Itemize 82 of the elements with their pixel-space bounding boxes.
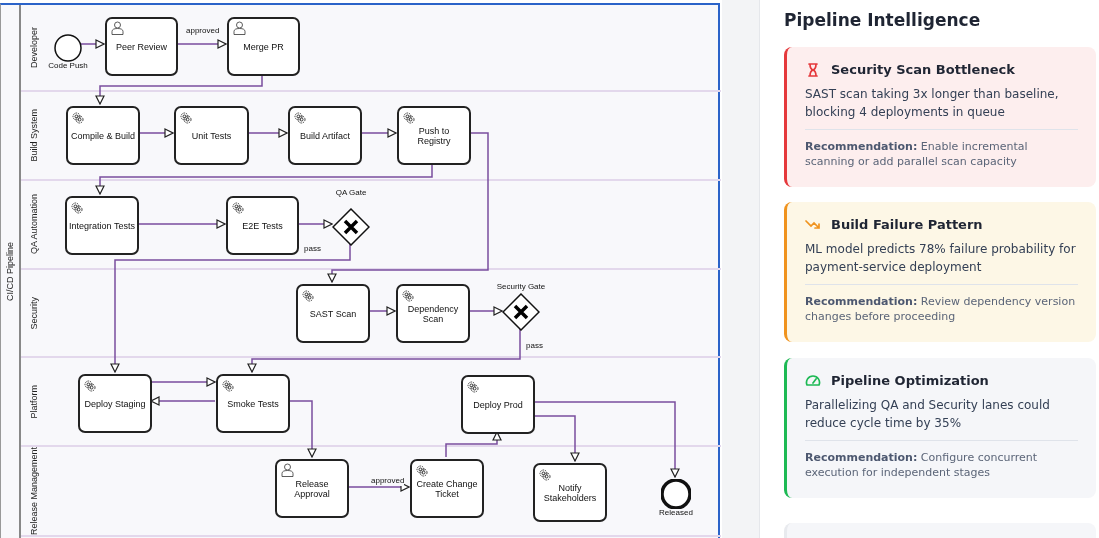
- task-label: Build Artifact: [300, 130, 350, 141]
- recommendation-text: Recommendation: Configure concurrent execution for independent stages: [805, 440, 1078, 480]
- task-box: [288, 106, 362, 165]
- lane-label: Developer: [28, 27, 39, 68]
- lane-label: Build System: [28, 109, 39, 162]
- sequence-flow-arrow: [297, 219, 333, 229]
- edge-label: pass: [304, 244, 321, 254]
- task-label: Integration Tests: [69, 220, 135, 231]
- sequence-flow-arrow: [150, 396, 216, 406]
- swimlane: [21, 447, 721, 537]
- task-label: Peer Review: [116, 41, 167, 52]
- task-label: Compile & Build: [71, 130, 135, 141]
- task-label: Deploy Prod: [473, 399, 523, 410]
- sequence-flow-arrow: [288, 400, 317, 458]
- sequence-flow-arrow: [176, 39, 227, 49]
- sequence-flow-arrow: [445, 431, 502, 458]
- task-box: [227, 17, 300, 76]
- task-box: [226, 196, 299, 255]
- task-box: [66, 106, 140, 165]
- sequence-flow-arrow: [95, 73, 263, 105]
- sequence-flow-arrow: [327, 132, 489, 283]
- task-label: Release Approval: [293, 478, 331, 499]
- task-label: Smoke Tests: [227, 398, 279, 409]
- sequence-flow-arrow: [247, 328, 521, 373]
- task-label: SAST Scan: [309, 308, 357, 319]
- insight-card: [784, 202, 1096, 342]
- sequence-flow-arrow: [79, 39, 105, 49]
- sequence-flow-arrow: [137, 219, 226, 229]
- task-box: [78, 374, 152, 433]
- card-title: Pipeline Optimization: [831, 372, 990, 390]
- task-box: [533, 463, 607, 522]
- insight-card: [784, 358, 1096, 498]
- task-box: [105, 17, 178, 76]
- task-label: Unit Tests: [191, 130, 232, 141]
- sequence-flow-arrow: [95, 162, 433, 195]
- task-label: Create Change Ticket: [415, 478, 479, 499]
- sequence-flow-arrow: [368, 306, 396, 316]
- pool: [0, 3, 720, 538]
- card-description: Parallelizing QA and Security lanes could reduce cycle time by 35%: [805, 397, 1051, 432]
- recommendation-text: Recommendation: Enable incremental scanning or add parallel scan capacity: [805, 129, 1078, 169]
- sequence-flow-arrow: [533, 401, 680, 478]
- task-box: [275, 459, 349, 518]
- event-label: Code Push: [48, 61, 88, 70]
- edge-label: approved: [371, 476, 405, 486]
- edge-label: pass: [526, 341, 543, 351]
- task-box: [174, 106, 249, 165]
- recommendation-text: Recommendation: Review dependency version changes before proceeding: [805, 284, 1078, 324]
- gateway-label: QA Gate: [335, 188, 367, 197]
- lane-label: QA Automation: [28, 194, 39, 255]
- edge-label: approved: [186, 26, 220, 36]
- card-description: ML model predicts 78% failure probability for payment-service deployment: [805, 241, 1077, 276]
- task-box: [216, 374, 290, 433]
- sequence-flow-arrow: [247, 128, 288, 138]
- gateway-label: Security Gate: [496, 282, 546, 291]
- task-label: Dependency Scan: [406, 303, 460, 324]
- lane-label: Platform: [28, 384, 39, 419]
- task-box: [296, 284, 370, 343]
- task-box: [461, 375, 535, 434]
- task-box: [397, 106, 471, 165]
- lane-label: Release Management: [28, 446, 39, 536]
- pool-label: CI/CD Pipeline: [5, 242, 15, 301]
- card-title: Build Failure Pattern: [831, 216, 984, 234]
- task-label: Deploy Staging: [84, 398, 146, 409]
- sequence-flow-arrow: [360, 128, 397, 138]
- task-label: Merge PR: [243, 41, 284, 52]
- insight-card: [784, 47, 1096, 187]
- task-box: [396, 284, 470, 343]
- lane-label: Security: [28, 296, 39, 330]
- task-box: [65, 196, 139, 255]
- sequence-flow-arrow: [347, 482, 410, 492]
- sequence-flow-arrow: [533, 415, 580, 462]
- panel-heading: Pipeline Intelligence: [784, 10, 981, 30]
- sequence-flow-arrow: [138, 128, 174, 138]
- task-label: Notify Stakeholders: [542, 482, 598, 503]
- event-label: Released: [659, 508, 693, 517]
- sequence-flow-arrow: [468, 306, 503, 316]
- task-box: [410, 459, 484, 518]
- card-description: SAST scan taking 3x longer than baseline, blocking 4 deployments in queue: [805, 86, 1060, 121]
- task-label: E2E Tests: [242, 220, 283, 231]
- card-title: Security Scan Bottleneck: [831, 61, 1016, 79]
- sequence-flow-arrow: [150, 377, 216, 387]
- task-label: Push to Registry: [416, 125, 452, 146]
